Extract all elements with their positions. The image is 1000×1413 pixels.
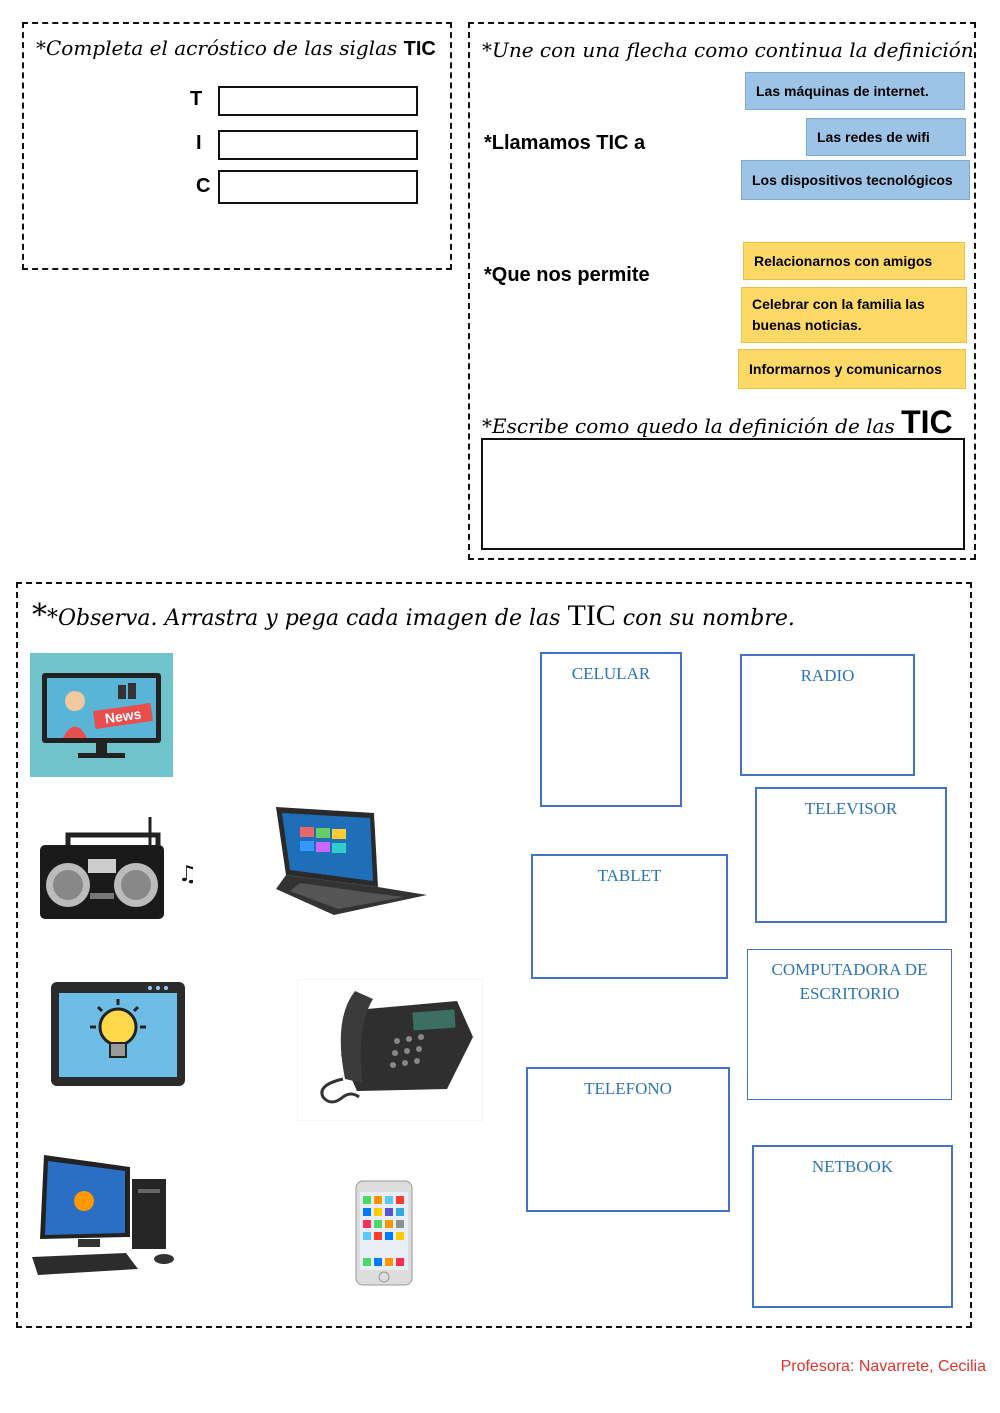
svg-text:♫: ♫ [178,862,193,887]
option-dispositivos[interactable]: Los dispositivos tecnológicos [741,160,970,200]
option-maquinas[interactable]: Las máquinas de internet. [745,72,965,110]
netbook-image[interactable] [274,805,429,917]
write-instruction: *Escribe como quedo la definición de las… [482,404,953,440]
teacher-credit: Profesora: Navarrete, Cecilia [780,1358,986,1375]
option-familia[interactable]: Celebrar con la familia las buenas notic… [741,287,967,343]
target-netbook[interactable]: NETBOOK [752,1145,953,1308]
definition-field[interactable] [481,438,965,550]
target-televisor[interactable]: TELEVISOR [755,787,947,923]
option-informarnos[interactable]: Informarnos y comunicarnos [738,349,966,389]
acrostic-field-t[interactable] [218,86,418,116]
radio-image[interactable]: ♫ [38,815,193,923]
acrostic-instruction: *Completa el acróstico de las siglas TIC [36,36,436,60]
observe-instruction: **Observa. Arrastra y pega cada imagen d… [32,598,795,633]
cellphone-image[interactable] [355,1180,413,1286]
television-news-image[interactable]: News [30,653,173,777]
tablet-image[interactable] [50,981,186,1087]
telephone-image[interactable] [297,979,483,1121]
target-computadora[interactable]: COMPUTADORA DE ESCRITORIO [747,949,952,1100]
matching-section [468,22,976,560]
target-radio[interactable]: RADIO [740,654,915,776]
acrostic-letter-t: T [190,88,203,110]
acrostic-field-c[interactable] [218,170,418,204]
acrostic-letter-c: C [196,175,211,197]
news-banner-text: News [104,706,143,727]
observe-section [16,582,972,1328]
acrostic-section [22,22,452,270]
target-tablet[interactable]: TABLET [531,854,728,979]
target-celular[interactable]: CELULAR [540,652,682,807]
option-amigos[interactable]: Relacionarnos con amigos [743,242,965,280]
target-telefono[interactable]: TELEFONO [526,1067,730,1212]
desktop-computer-image[interactable] [30,1153,178,1277]
acrostic-letter-i: I [196,132,202,154]
acrostic-field-i[interactable] [218,130,418,160]
option-redes[interactable]: Las redes de wifi [806,118,966,156]
matching-instruction: *Une con una flecha como continua la def… [482,38,974,62]
lead-permite: *Que nos permite [484,264,650,286]
lead-llamamos: *Llamamos TIC a [484,132,646,154]
